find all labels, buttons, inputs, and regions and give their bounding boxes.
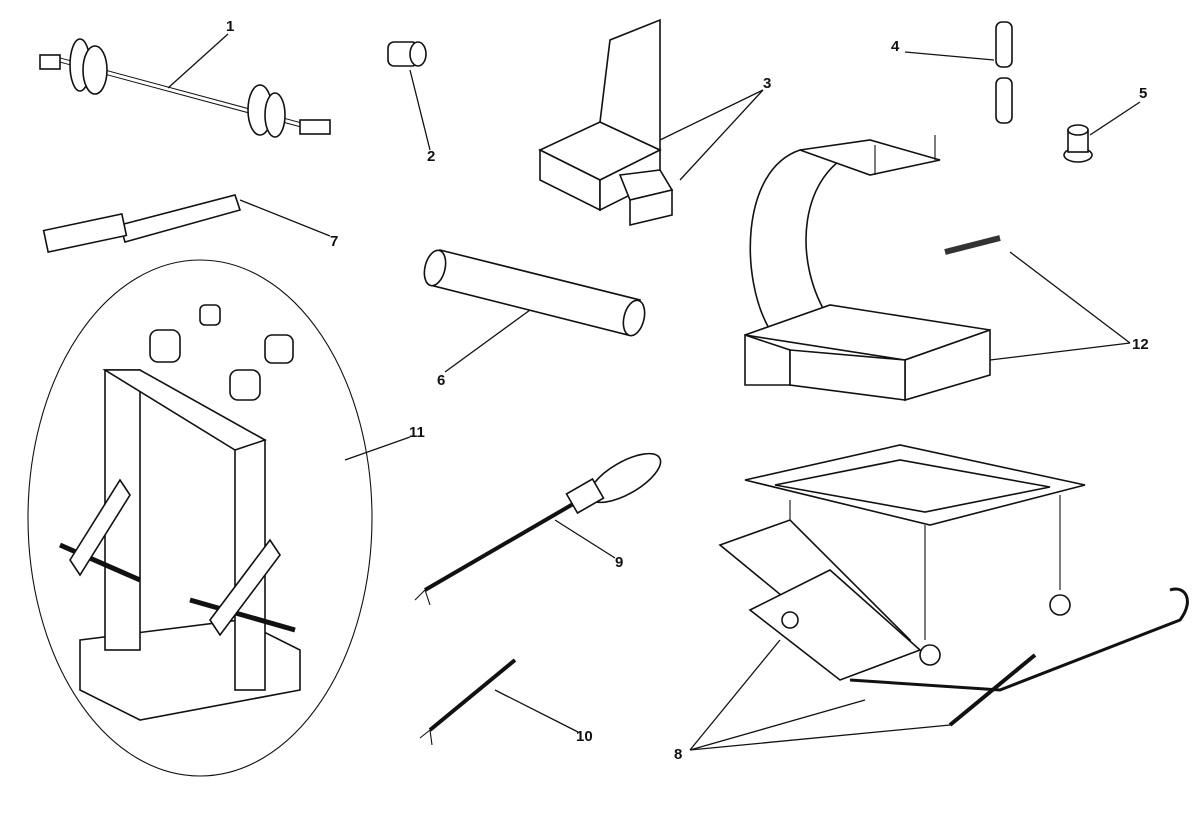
part-6-tube	[423, 249, 646, 337]
part-4-pin	[995, 21, 1013, 124]
callout-9: 9	[615, 554, 624, 571]
callout-12: 12	[1132, 336, 1149, 353]
callout-1: 1	[226, 18, 235, 35]
callout-6: 6	[437, 372, 446, 389]
callout-10: 10	[576, 728, 593, 745]
part-5-adapter	[1063, 124, 1093, 163]
callout-8: 8	[674, 746, 683, 763]
callout-5: 5	[1139, 85, 1148, 102]
part-11-balancing-stand	[27, 259, 373, 777]
callout-4: 4	[891, 38, 900, 55]
part-9-slide-hammer	[414, 452, 662, 606]
callout-3: 3	[763, 75, 772, 92]
callout-7: 7	[330, 233, 339, 250]
part-7-threaded-rod	[42, 194, 242, 254]
part-10-hook-tool	[419, 658, 517, 746]
part-12-support-stand	[744, 135, 1001, 402]
part-2-bushing	[387, 41, 427, 67]
callout-11: 11	[409, 424, 425, 441]
part-8-lift-jack	[718, 444, 1189, 727]
callout-2: 2	[427, 148, 436, 165]
part-3-box-kit	[538, 18, 674, 227]
leader-lines	[167, 33, 1141, 751]
part-1-bearing-puller	[39, 38, 331, 138]
